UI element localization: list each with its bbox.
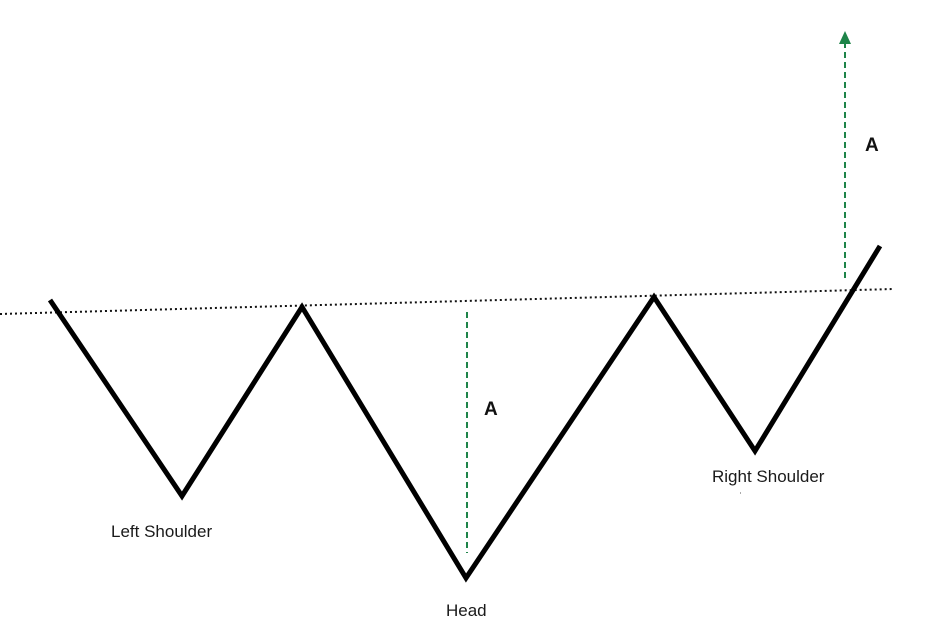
price-line	[47, 244, 883, 583]
head-label: Head	[446, 601, 487, 620]
arrowhead-icon	[839, 31, 851, 44]
left-shoulder-label: Left Shoulder	[111, 522, 213, 541]
right-shoulder-label: Right Shoulder	[712, 467, 825, 486]
head-measure-label: A	[484, 399, 498, 420]
neckline	[0, 288, 894, 315]
target-measure-label: A	[865, 135, 879, 156]
